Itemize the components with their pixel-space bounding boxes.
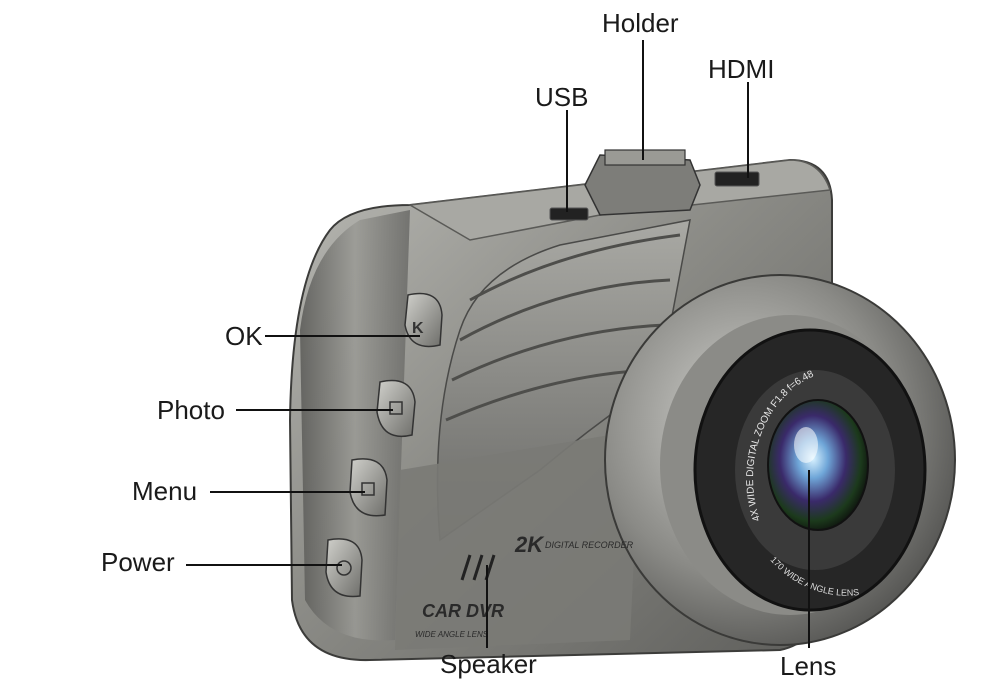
groove-2 <box>459 278 671 342</box>
menu-button <box>349 458 388 517</box>
holder-label: Holder <box>602 8 679 38</box>
usb-port <box>549 207 589 221</box>
power-button <box>325 538 363 598</box>
device-badge: 2K <box>514 532 545 557</box>
holder-top <box>604 149 686 166</box>
hdmi-port <box>714 171 760 187</box>
groove-3 <box>451 323 666 382</box>
leader-lines <box>186 40 810 648</box>
photo-label: Photo <box>157 395 225 425</box>
ok-button: K <box>404 292 443 348</box>
lens-label: Lens <box>780 651 837 681</box>
usb-label: USB <box>535 82 589 112</box>
groove-1 <box>469 233 681 302</box>
device-brand-sub: WIDE ANGLE LENS <box>415 630 489 639</box>
power-label: Power <box>101 547 175 577</box>
lower-panel <box>395 430 640 650</box>
photo-button <box>376 379 416 437</box>
holder-mount <box>584 154 701 216</box>
device-badge-sub: DIGITAL RECORDER <box>545 540 634 550</box>
device-brand: CAR DVR <box>422 601 504 621</box>
speaker-label: Speaker <box>440 649 537 679</box>
menu-label: Menu <box>132 476 198 506</box>
ok-label: OK <box>225 321 263 351</box>
lens-glass <box>767 399 869 531</box>
svg-text:K: K <box>412 320 424 337</box>
hdmi-label: HDMI <box>708 54 775 84</box>
lens-highlight <box>794 427 818 463</box>
left-side-panel <box>300 210 410 641</box>
